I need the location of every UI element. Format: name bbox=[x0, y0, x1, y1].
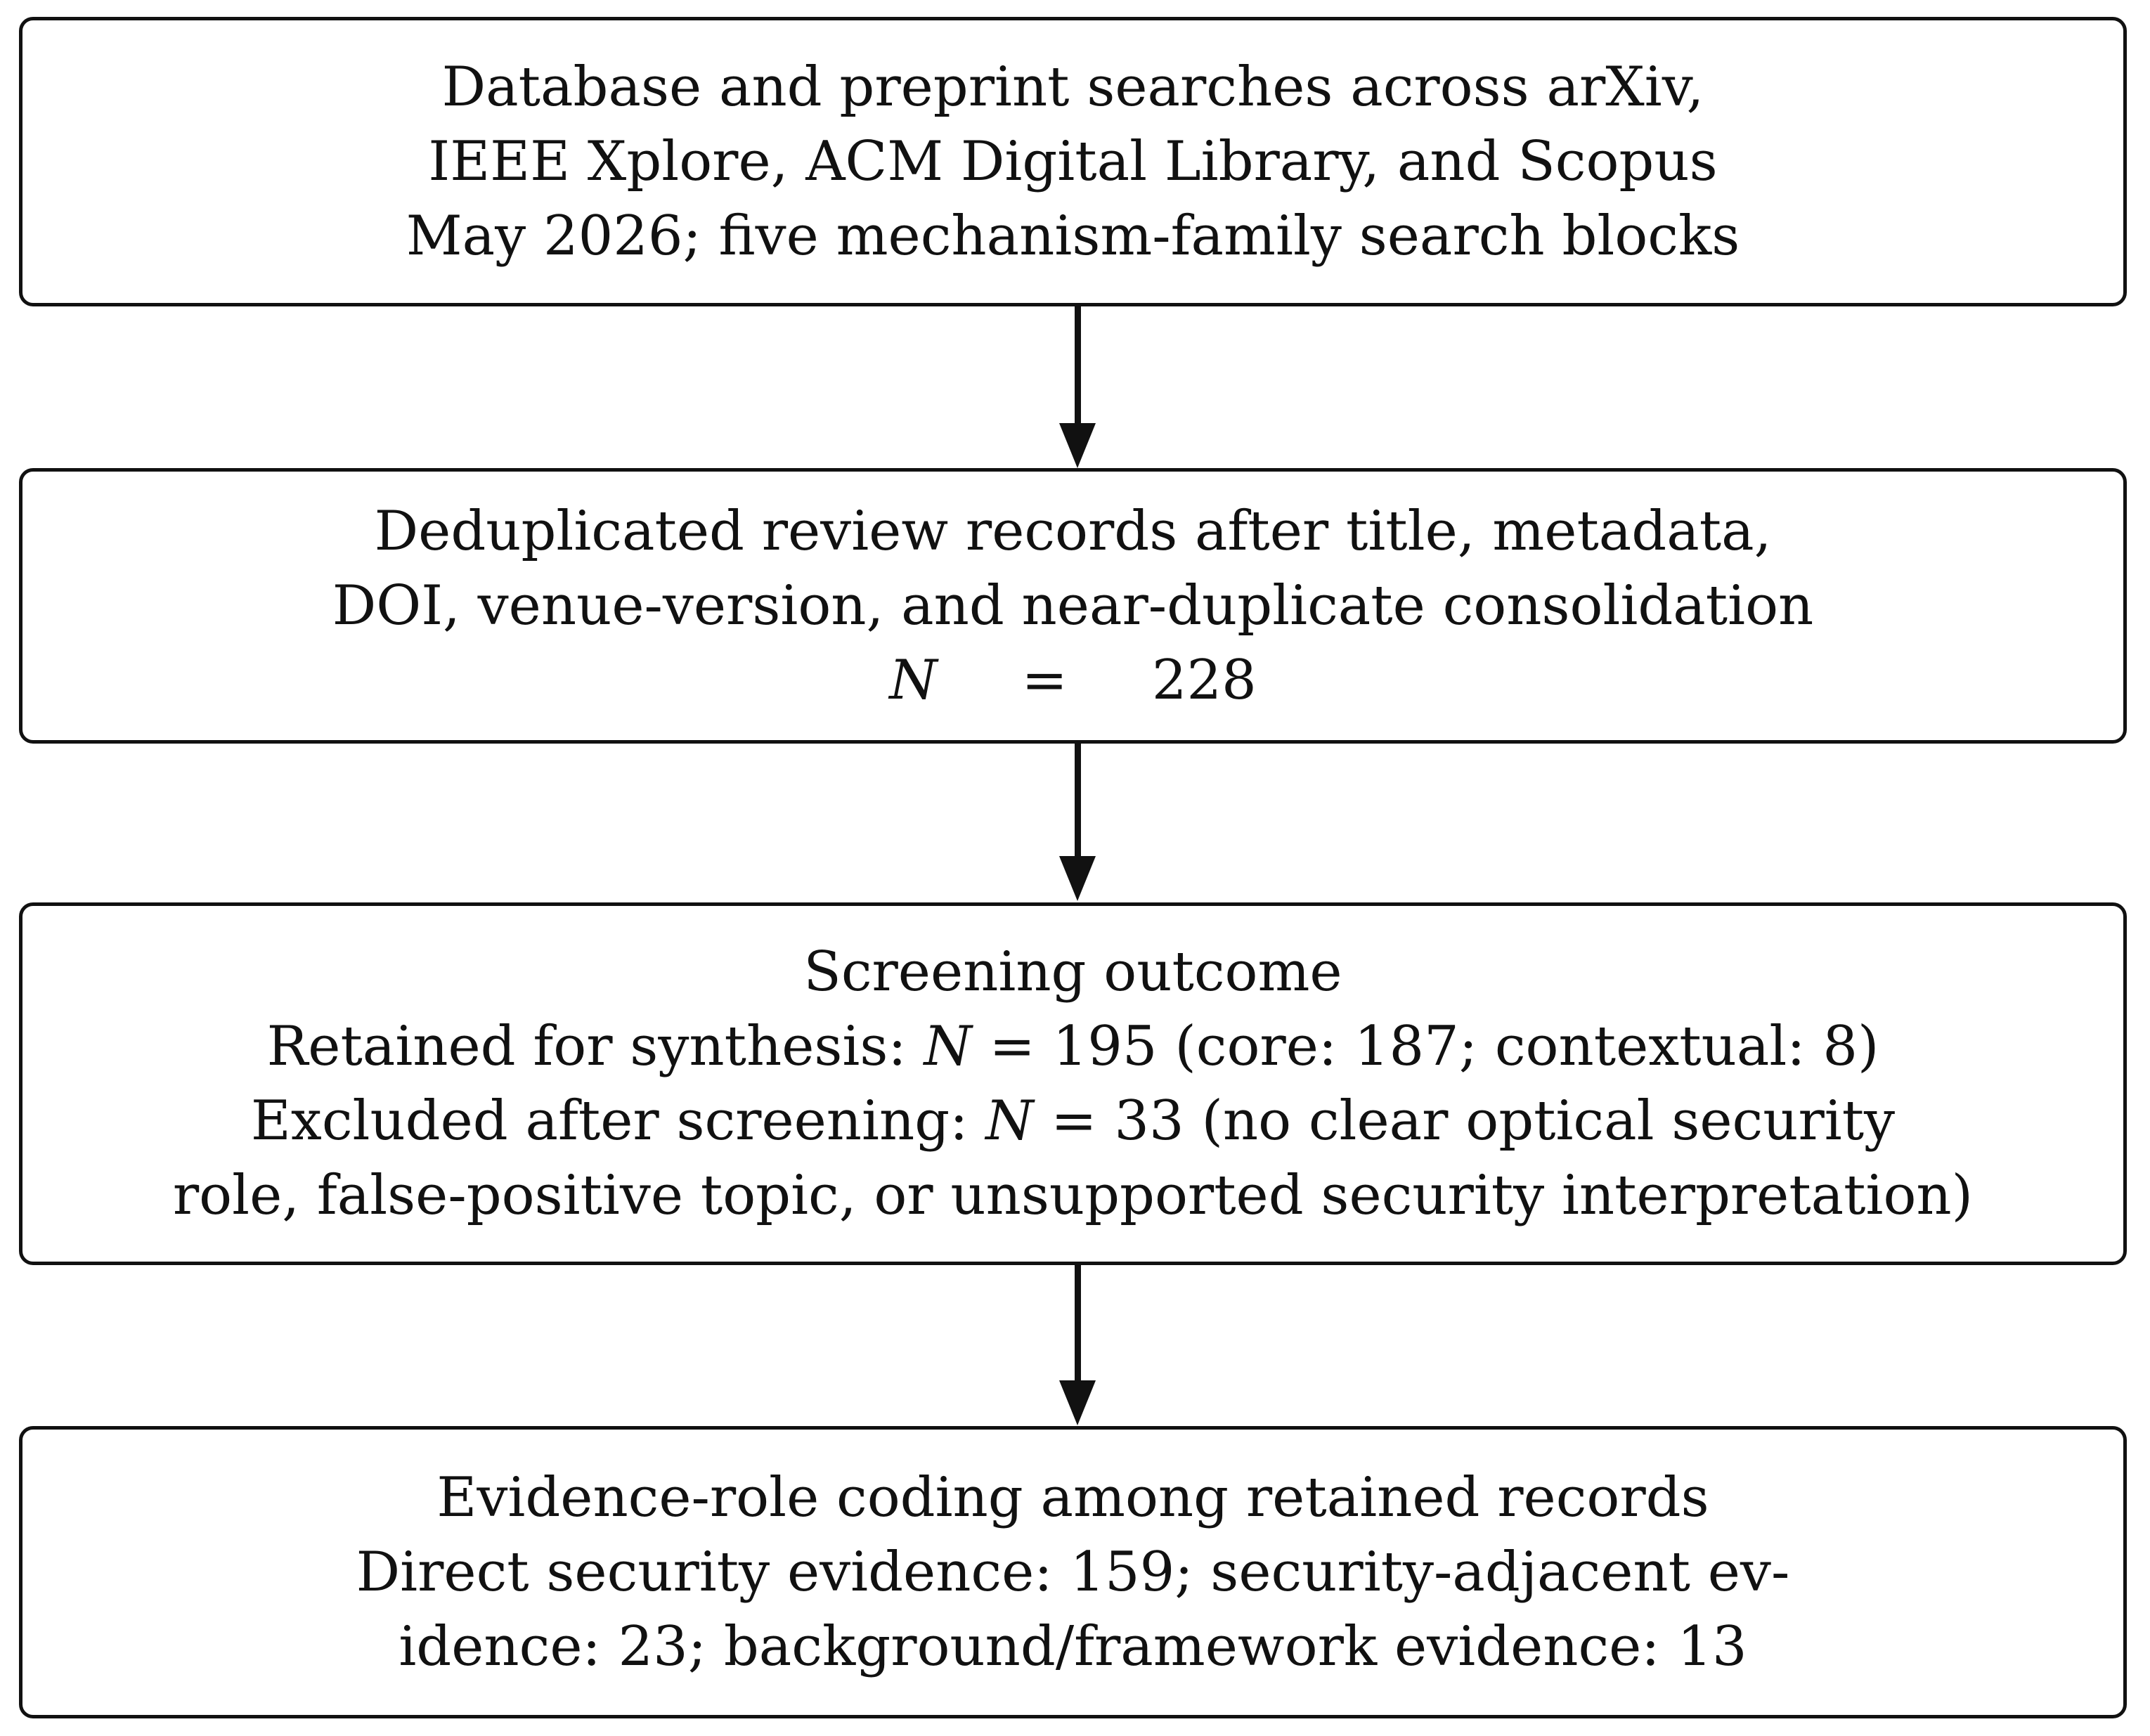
retained-symbol: N bbox=[924, 1015, 972, 1078]
dedup-count-value: 228 bbox=[1151, 649, 1257, 712]
excluded-label: Excluded after screening: bbox=[250, 1089, 969, 1153]
excluded-equals: = bbox=[1051, 1089, 1097, 1153]
evidence-coding-box: Evidence-role coding among retained reco… bbox=[19, 1426, 2127, 1718]
dedup-count-symbol: N bbox=[889, 649, 938, 712]
deduplication-box: Deduplicated review records after title,… bbox=[19, 468, 2127, 744]
excluded-symbol: N bbox=[985, 1089, 1034, 1153]
arrow-head bbox=[1059, 856, 1096, 901]
screening-outcome-box: Screening outcome Retained for synthesis… bbox=[19, 902, 2127, 1265]
screening-title: Screening outcome bbox=[803, 940, 1342, 1004]
search-line-3: May 2026; five mechanism-family search b… bbox=[406, 205, 1740, 268]
coding-line-1: Evidence-role coding among retained reco… bbox=[436, 1466, 1709, 1529]
search-line-2: IEEE Xplore, ACM Digital Library, and Sc… bbox=[428, 130, 1718, 193]
dedup-count-equals: = bbox=[1021, 649, 1068, 712]
dedup-line-1: Deduplicated review records after title,… bbox=[374, 500, 1772, 563]
arrow-head bbox=[1059, 1380, 1096, 1425]
screening-excluded: Excluded after screening: N = 33 (no cle… bbox=[251, 1084, 1895, 1158]
retained-label: Retained for synthesis: bbox=[266, 1015, 907, 1078]
dedup-count: N = 228 bbox=[889, 643, 1257, 718]
arrow-shaft bbox=[1075, 744, 1081, 859]
coding-line-3: idence: 23; background/framework evidenc… bbox=[399, 1615, 1747, 1678]
search-line-1: Database and preprint searches across ar… bbox=[441, 56, 1704, 119]
retained-equals: = bbox=[989, 1015, 1035, 1078]
excluded-value: 33 (no clear optical security bbox=[1114, 1089, 1896, 1153]
search-sources-box: Database and preprint searches across ar… bbox=[19, 17, 2127, 306]
arrow-shaft bbox=[1075, 306, 1081, 426]
coding-line-2: Direct security evidence: 159; security-… bbox=[356, 1541, 1790, 1604]
dedup-line-2: DOI, venue-version, and near-duplicate c… bbox=[332, 574, 1814, 637]
screening-excluded-continuation: role, false-positive topic, or unsupport… bbox=[172, 1164, 1974, 1227]
arrow-shaft bbox=[1075, 1265, 1081, 1383]
retained-value: 195 (core: 187; contextual: 8) bbox=[1052, 1015, 1879, 1078]
arrow-head bbox=[1059, 423, 1096, 468]
screening-retained: Retained for synthesis: N = 195 (core: 1… bbox=[267, 1009, 1879, 1084]
